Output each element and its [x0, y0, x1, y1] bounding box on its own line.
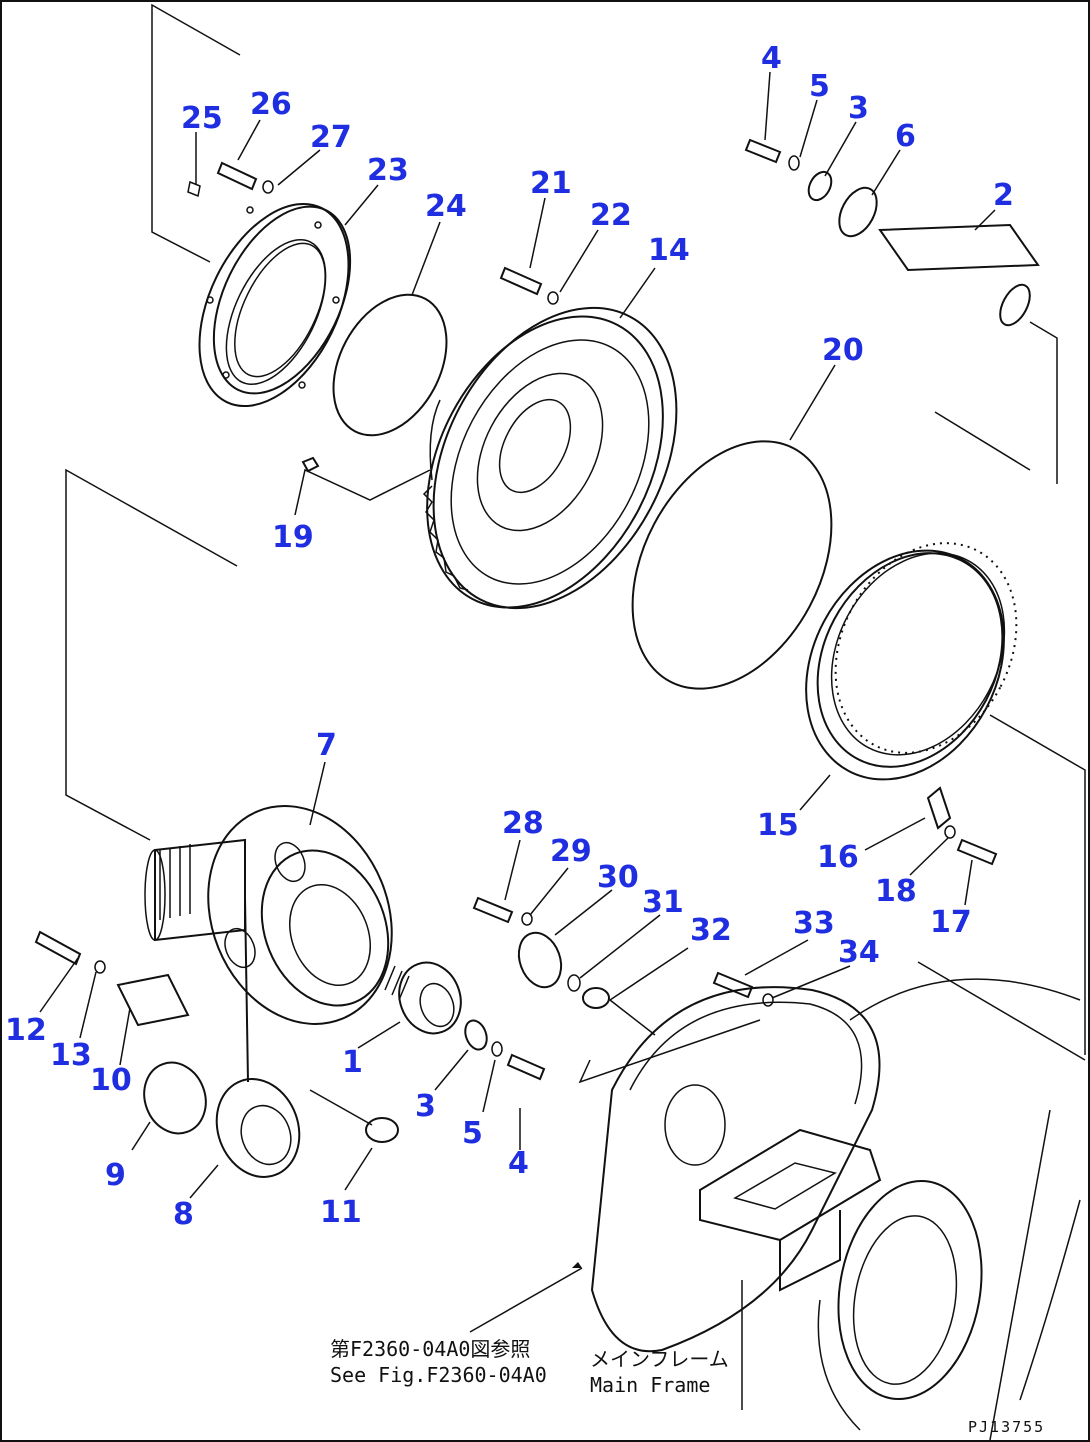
bolts-top: [187, 161, 559, 305]
part-24-o-ring: [332, 293, 448, 437]
frame-note-jp: メインフレーム: [590, 1347, 729, 1371]
part-29-washer: [521, 912, 533, 926]
callout-26: 26: [250, 87, 292, 122]
part-18-washer: [944, 825, 956, 839]
part-33-bolt: [712, 971, 754, 999]
part-1-gear: [384, 961, 462, 1035]
callout-25: 25: [181, 101, 223, 136]
callout-27: 27: [310, 120, 352, 155]
part-20-o-ring: [631, 440, 833, 690]
part-5-washer: [491, 1041, 503, 1057]
main-frame: [578, 978, 1081, 1441]
part-14-housing: [422, 306, 678, 610]
callout-33: 33: [793, 906, 835, 941]
callouts: 25 26 27 23 24 21 22 14 4 5 3 6 2 20 19 …: [5, 41, 1014, 1232]
frame-lines: [65, 3, 1086, 1061]
callout-17: 17: [930, 905, 972, 940]
part-17-bolt: [956, 838, 998, 866]
callout-32: 32: [690, 913, 732, 948]
part-28-bolt: [472, 896, 514, 924]
callout-30: 30: [597, 860, 639, 895]
part-3-washer: [464, 1019, 488, 1051]
callout-6: 6: [895, 119, 916, 154]
callout-24: 24: [425, 189, 467, 224]
notes: 第F2360-04A0図参照 See Fig.F2360-04A0 メインフレー…: [330, 1337, 1045, 1436]
callout-31: 31: [642, 885, 684, 920]
part-23-retainer: [198, 202, 352, 408]
callout-28: 28: [502, 806, 544, 841]
callout-20: 20: [822, 333, 864, 368]
part-8-gear: [215, 1078, 301, 1178]
part-19-plug: [301, 456, 320, 473]
callout-2: 2: [993, 178, 1014, 213]
leader-lines: [39, 71, 996, 1333]
callout-14: 14: [648, 233, 690, 268]
part-16-plate: [926, 786, 952, 830]
callout-7: 7: [316, 728, 337, 763]
callout-29: 29: [550, 834, 592, 869]
callout-3-mid: 3: [415, 1089, 436, 1124]
part-7-carrier: [144, 805, 393, 1083]
callout-4-top: 4: [761, 41, 782, 76]
callout-13: 13: [50, 1038, 92, 1073]
part-12-bolt: [34, 930, 82, 966]
part-11-thrust-washer: [365, 1117, 399, 1143]
drawing-code: PJ13755: [968, 1418, 1045, 1436]
part-13-washer: [94, 960, 106, 974]
part-30-flange: [517, 931, 563, 989]
ref-note-en: See Fig.F2360-04A0: [330, 1363, 547, 1387]
ref-note-jp: 第F2360-04A0図参照: [330, 1337, 530, 1361]
part-4-bolt: [506, 1053, 546, 1081]
frame-note-en: Main Frame: [590, 1373, 710, 1397]
callout-34: 34: [838, 935, 880, 970]
callout-10: 10: [90, 1063, 132, 1098]
callout-5-mid: 5: [462, 1116, 483, 1151]
part-31-seal: [567, 974, 581, 992]
part-10-pin: [116, 973, 190, 1027]
callout-23: 23: [367, 153, 409, 188]
callout-16: 16: [817, 840, 859, 875]
callout-8: 8: [173, 1197, 194, 1232]
callout-5-top: 5: [809, 69, 830, 104]
callout-11: 11: [320, 1195, 362, 1230]
part-9-bearing: [143, 1061, 207, 1135]
callout-15: 15: [757, 808, 799, 843]
callout-3-top: 3: [848, 91, 869, 126]
callout-22: 22: [590, 198, 632, 233]
part-32-cap: [582, 987, 610, 1009]
part-15-ring-gear: [805, 542, 1018, 781]
callout-4-mid: 4: [508, 1146, 529, 1181]
callout-9: 9: [105, 1158, 126, 1193]
part-34-washer: [762, 993, 774, 1007]
callout-19: 19: [272, 520, 314, 555]
callout-18: 18: [875, 874, 917, 909]
callout-21: 21: [530, 166, 572, 201]
callout-12: 12: [5, 1013, 47, 1048]
callout-1: 1: [342, 1045, 363, 1080]
